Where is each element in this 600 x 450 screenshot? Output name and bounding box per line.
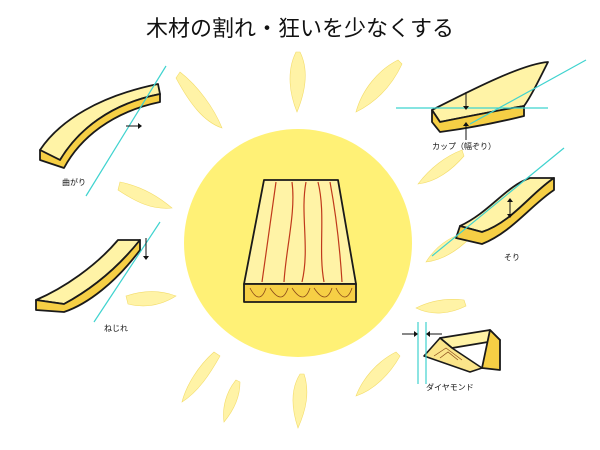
board-diamond	[402, 322, 501, 384]
arrow-head	[463, 122, 469, 126]
board-crook	[431, 147, 565, 257]
label-diamond: ダイヤモンド	[426, 382, 474, 392]
sun-ray	[117, 181, 173, 209]
arrow-head	[414, 331, 418, 337]
arrow-head	[463, 106, 469, 110]
label-cup: カップ（幅ぞり）	[432, 141, 496, 151]
guide-line	[431, 147, 565, 257]
sun-ray	[417, 149, 465, 185]
end-grain-rings	[249, 287, 353, 298]
arrow-head	[507, 214, 513, 218]
diagram-title: 木材の割れ・狂いを少なくする	[146, 17, 454, 42]
sun-ray	[415, 298, 467, 314]
label-twist: ねじれ	[104, 324, 128, 333]
board-end	[423, 337, 483, 373]
board-side	[455, 177, 555, 245]
sun-ray	[125, 291, 177, 307]
board-cup	[396, 59, 587, 140]
board-bow	[39, 65, 167, 197]
wood-grain	[261, 181, 343, 283]
sun-ray	[289, 51, 306, 113]
sun-ray	[292, 373, 308, 429]
board-end	[243, 283, 357, 303]
arrow-head	[507, 198, 513, 202]
guide-line	[93, 221, 161, 323]
sun-ray	[181, 351, 221, 403]
guide-line	[85, 65, 167, 197]
sun-ray	[355, 59, 403, 113]
guide-line	[469, 59, 587, 125]
arrow-head	[138, 123, 142, 129]
sun-ray	[223, 379, 241, 423]
board-side	[39, 93, 161, 169]
end-grain-rings	[433, 347, 463, 361]
board-face	[243, 179, 357, 285]
board-center	[243, 179, 357, 303]
arrow-head	[143, 256, 149, 260]
board-side	[481, 329, 501, 371]
board-twist	[35, 221, 161, 323]
sun-ray	[175, 71, 223, 129]
label-bow: 曲がり	[62, 177, 86, 187]
label-crook: そり	[504, 253, 520, 262]
board-side	[35, 239, 141, 313]
sun-ray	[355, 351, 401, 397]
arrow-head	[426, 331, 430, 337]
